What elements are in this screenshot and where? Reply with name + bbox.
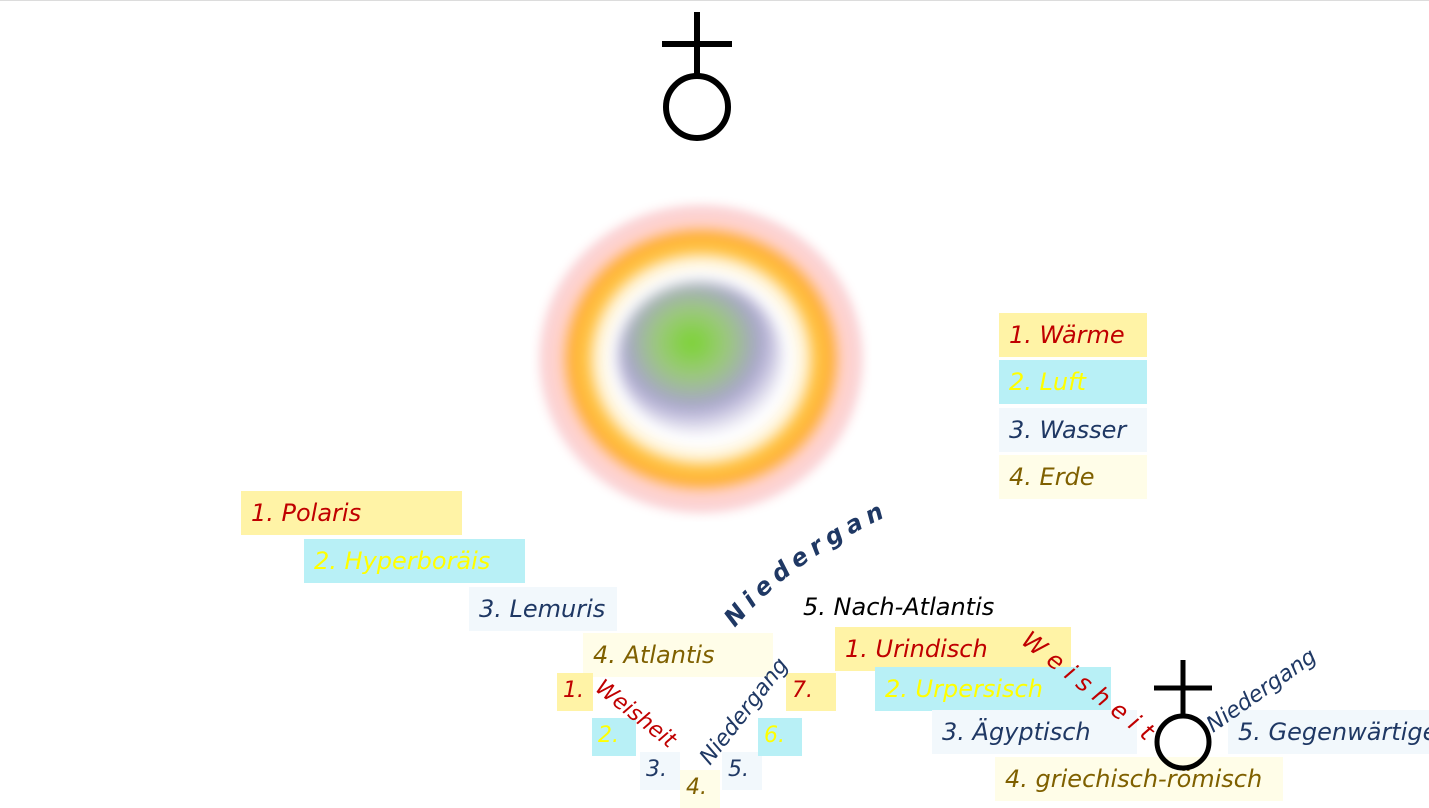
- weisheit-small-label: Weisheit: [590, 675, 681, 754]
- epoch-polaris: 1. Polaris: [241, 491, 462, 535]
- niedergang-small-label: Niedergang: [695, 653, 794, 769]
- step-7: 7.: [786, 673, 836, 711]
- weisheit-large-label: Weisheit: [1016, 626, 1165, 751]
- element-air: 2. Luft: [999, 360, 1147, 404]
- culture-aegyptisch: 3. Ägyptisch: [932, 710, 1137, 754]
- culture-urpersisch: 2. Urpersisch: [875, 667, 1111, 711]
- epoch-lemuris: 3. Lemuris: [469, 587, 617, 631]
- epoch-nach-atlantis: 5. Nach-Atlantis: [803, 593, 995, 621]
- earth-cross-symbol-icon: [662, 12, 732, 141]
- glowing-orb-icon: [531, 197, 871, 521]
- top-border-line: [0, 0, 1429, 1]
- niedergang-large-label: Niedergang: [0, 0, 893, 632]
- culture-urindisch: 1. Urindisch: [835, 627, 1071, 671]
- step-3: 3.: [640, 752, 680, 790]
- step-6: 6.: [758, 718, 802, 756]
- element-water: 3. Wasser: [999, 408, 1147, 452]
- step-2: 2.: [592, 718, 636, 756]
- step-4: 4.: [680, 770, 720, 808]
- step-5: 5.: [722, 752, 762, 790]
- epoch-atlantis: 4. Atlantis: [583, 633, 773, 677]
- culture-gegenwaertige: 5. Gegenwärtige: [1228, 710, 1429, 754]
- element-earth: 4. Erde: [999, 455, 1147, 499]
- culture-griechisch-roemisch: 4. griechisch-römisch: [995, 757, 1283, 801]
- niedergang-right-label: Niedergang: [1202, 644, 1321, 738]
- step-1: 1.: [557, 673, 593, 711]
- element-warmth: 1. Wärme: [999, 313, 1147, 357]
- earth-cross-symbol-icon: [1154, 660, 1212, 771]
- epoch-hyperboraeis: 2. Hyperboräis: [304, 539, 525, 583]
